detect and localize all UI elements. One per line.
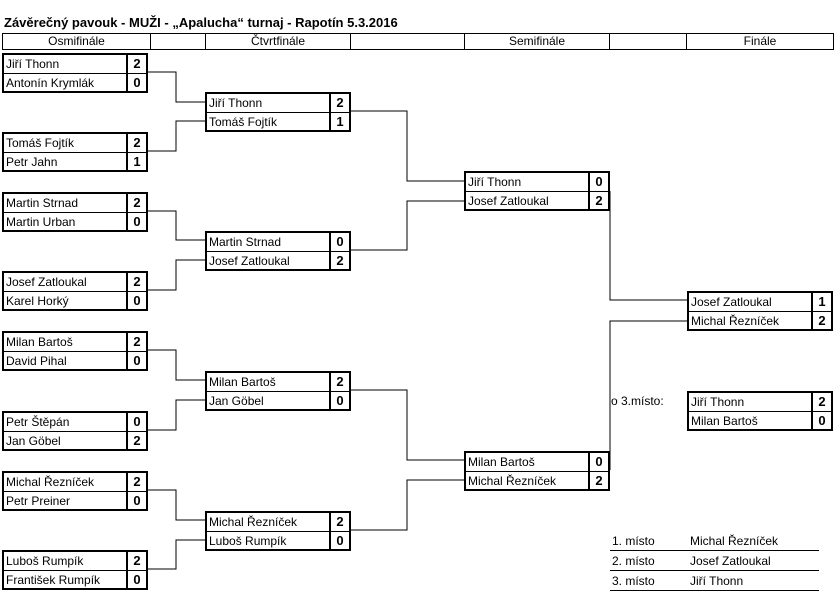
player-name: Petr Jahn — [6, 155, 58, 169]
sf-match-1: Jiří Thonn 0 Josef Zatloukal 2 — [464, 171, 610, 211]
result-name: Jiří Thonn — [690, 574, 744, 588]
player-name: Jiří Thonn — [691, 395, 745, 409]
qf-match-2: Martin Strnad 0 Josef Zatloukal 2 — [205, 231, 351, 271]
player-name: Tomáš Fojtík — [209, 115, 278, 129]
player-name: Jiří Thonn — [6, 57, 60, 71]
player-score: 0 — [588, 453, 608, 471]
player-name: Petr Preiner — [6, 494, 71, 508]
player-name: Jiří Thonn — [209, 96, 263, 110]
player-score: 0 — [126, 213, 146, 230]
player-name: Jan Göbel — [209, 394, 264, 408]
player-score: 2 — [126, 432, 146, 449]
player-name: Milan Bartoš — [468, 455, 535, 469]
result-row-2: 2. místo Josef Zatloukal — [610, 551, 819, 571]
r16-match-4: Josef Zatloukal 2 Karel Horký 0 — [2, 271, 148, 311]
r16-match-8: Luboš Rumpík 2 František Rumpík 0 — [2, 550, 148, 590]
result-name: Michal Řezníček — [690, 534, 779, 548]
player-score: 2 — [126, 473, 146, 491]
player-score: 2 — [126, 273, 146, 291]
player-name: Luboš Rumpík — [6, 554, 84, 568]
result-place: 1. místo — [612, 534, 655, 548]
player-name: Michal Řezníček — [6, 475, 95, 489]
player-name: Josef Zatloukal — [691, 295, 772, 309]
player-score: 2 — [329, 94, 349, 112]
result-row-1: 1. místo Michal Řezníček — [610, 531, 819, 551]
player-score: 2 — [588, 192, 608, 209]
third-place-label: o 3.místo: — [611, 394, 664, 408]
qf-match-4: Michal Řezníček 2 Luboš Rumpík 0 — [205, 511, 351, 551]
player-score: 1 — [329, 113, 349, 130]
player-name: Martin Strnad — [209, 235, 282, 249]
r16-match-3: Martin Strnad 2 Martin Urban 0 — [2, 192, 148, 232]
result-row-3: 3. místo Jiří Thonn — [610, 571, 819, 591]
player-score: 2 — [126, 55, 146, 73]
r16-match-6: Petr Štěpán 0 Jan Göbel 2 — [2, 411, 148, 451]
player-name: David Pihal — [6, 354, 67, 368]
player-score: 1 — [126, 153, 146, 170]
player-score: 2 — [126, 134, 146, 152]
player-score: 2 — [126, 333, 146, 351]
player-score: 2 — [588, 472, 608, 489]
player-score: 1 — [811, 293, 831, 311]
header-final: Finále — [686, 33, 834, 50]
player-score: 0 — [329, 233, 349, 251]
player-score: 0 — [126, 492, 146, 509]
r16-match-2: Tomáš Fojtík 2 Petr Jahn 1 — [2, 132, 148, 172]
result-place: 2. místo — [612, 554, 655, 568]
player-name: František Rumpík — [6, 573, 101, 587]
player-score: 0 — [588, 173, 608, 191]
player-score: 0 — [126, 571, 146, 588]
player-score: 0 — [811, 412, 831, 429]
player-name: Josef Zatloukal — [468, 194, 549, 208]
player-name: Michal Řezníček — [209, 515, 298, 529]
final-match: Josef Zatloukal 1 Michal Řezníček 2 — [687, 291, 833, 331]
player-score: 2 — [329, 252, 349, 269]
player-name: Tomáš Fojtík — [6, 136, 75, 150]
player-name: Martin Strnad — [6, 196, 79, 210]
player-score: 2 — [329, 513, 349, 531]
player-name: Milan Bartoš — [6, 335, 73, 349]
player-name: Josef Zatloukal — [6, 275, 87, 289]
result-place: 3. místo — [612, 574, 655, 588]
player-score: 2 — [126, 194, 146, 212]
player-score: 2 — [329, 373, 349, 391]
result-name: Josef Zatloukal — [690, 554, 771, 568]
player-name: Jiří Thonn — [468, 175, 522, 189]
player-score: 2 — [811, 393, 831, 411]
player-name: Michal Řezníček — [691, 314, 780, 328]
player-score: 0 — [126, 352, 146, 369]
qf-match-3: Milan Bartoš 2 Jan Göbel 0 — [205, 371, 351, 411]
r16-match-5: Milan Bartoš 2 David Pihal 0 — [2, 331, 148, 371]
player-score: 0 — [126, 74, 146, 91]
player-name: Milan Bartoš — [209, 375, 276, 389]
r16-match-1: Jiří Thonn 2 Antonín Krymlák 0 — [2, 53, 148, 93]
player-name: Michal Řezníček — [468, 474, 557, 488]
player-score: 2 — [811, 312, 831, 329]
player-name: Martin Urban — [6, 215, 76, 229]
player-name: Luboš Rumpík — [209, 534, 287, 548]
sf-match-2: Milan Bartoš 0 Michal Řezníček 2 — [464, 451, 610, 491]
player-score: 0 — [329, 392, 349, 409]
page-title: Závěrečný pavouk - MUŽI - „Apalucha“ tur… — [4, 15, 398, 30]
player-name: Josef Zatloukal — [209, 254, 290, 268]
player-name: Petr Štěpán — [6, 415, 70, 429]
player-name: Karel Horký — [6, 294, 69, 308]
player-name: Milan Bartoš — [691, 414, 758, 428]
player-score: 0 — [126, 292, 146, 309]
third-place-match: Jiří Thonn 2 Milan Bartoš 0 — [687, 391, 833, 431]
player-score: 0 — [329, 532, 349, 549]
player-name: Jan Göbel — [6, 434, 61, 448]
player-score: 2 — [126, 552, 146, 570]
player-score: 0 — [126, 413, 146, 431]
r16-match-7: Michal Řezníček 2 Petr Preiner 0 — [2, 471, 148, 511]
player-name: Antonín Krymlák — [6, 76, 95, 90]
qf-match-1: Jiří Thonn 2 Tomáš Fojtík 1 — [205, 92, 351, 132]
